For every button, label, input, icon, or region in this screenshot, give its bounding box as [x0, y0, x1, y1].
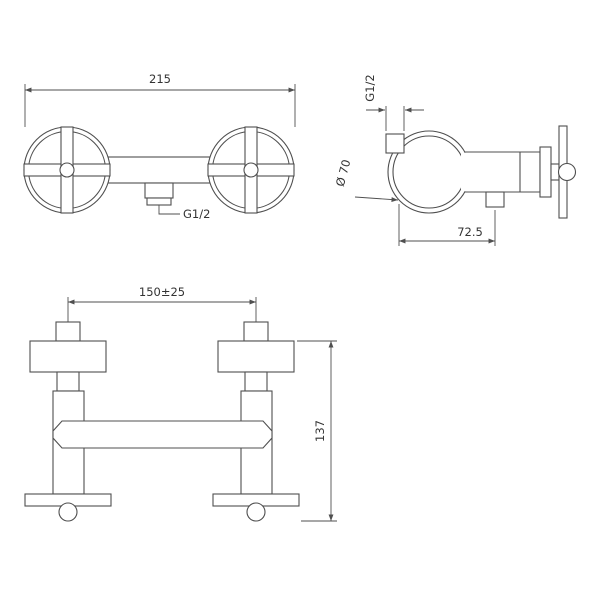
front-view: 215 G1/2 — [23, 72, 296, 221]
dim-label-handle-spacing: 150±25 — [139, 285, 185, 299]
mixer-body — [107, 156, 211, 184]
dimension-outlet-offset: 72.5 — [398, 204, 496, 246]
left-cross-handle — [23, 126, 111, 214]
handle-collar — [539, 146, 552, 198]
cross-handle-arm-knob — [557, 162, 577, 182]
inlet-stub — [385, 133, 405, 154]
label-spout-thread: G1/2 — [183, 207, 210, 221]
dim-label-flange-diameter: Ø 70 — [333, 158, 354, 188]
dim-label-overall-width: 215 — [149, 72, 171, 86]
handle-hub — [243, 162, 259, 178]
dimension-overall-width: 215 — [24, 72, 296, 127]
side-view: G1/2 Ø 70 72.5 — [333, 74, 577, 246]
leader-line — [158, 205, 180, 215]
left-escutcheon — [29, 340, 107, 373]
left-neck — [56, 371, 80, 392]
left-connector-stem — [55, 321, 81, 342]
right-connector-stem — [243, 321, 269, 342]
spout-aerator — [146, 197, 172, 206]
spout-thread-callout: G1/2 — [158, 205, 210, 221]
inlet-thread-dimension: G1/2 — [363, 74, 424, 131]
dimension-height: 137 — [297, 340, 337, 522]
handle-stem — [550, 163, 560, 181]
dim-label-inlet-thread: G1/2 — [363, 74, 377, 101]
right-escutcheon — [217, 340, 295, 373]
dim-label-outlet-offset: 72.5 — [457, 225, 483, 239]
dimension-handle-spacing: 150±25 — [67, 285, 257, 322]
outlet-stub — [485, 191, 505, 208]
right-cross-handle — [207, 126, 295, 214]
handle-hub — [59, 162, 75, 178]
body-mask — [461, 152, 540, 192]
right-neck — [244, 371, 268, 392]
dim-label-height: 137 — [313, 420, 327, 442]
leader-line — [354, 196, 399, 202]
left-handle-knob — [58, 502, 78, 522]
flange-diameter-callout: Ø 70 — [333, 158, 399, 202]
right-handle-knob — [246, 502, 266, 522]
spout — [144, 182, 174, 199]
bottom-view: 150±25 137 — [24, 285, 337, 522]
crossbar-body — [52, 420, 273, 449]
